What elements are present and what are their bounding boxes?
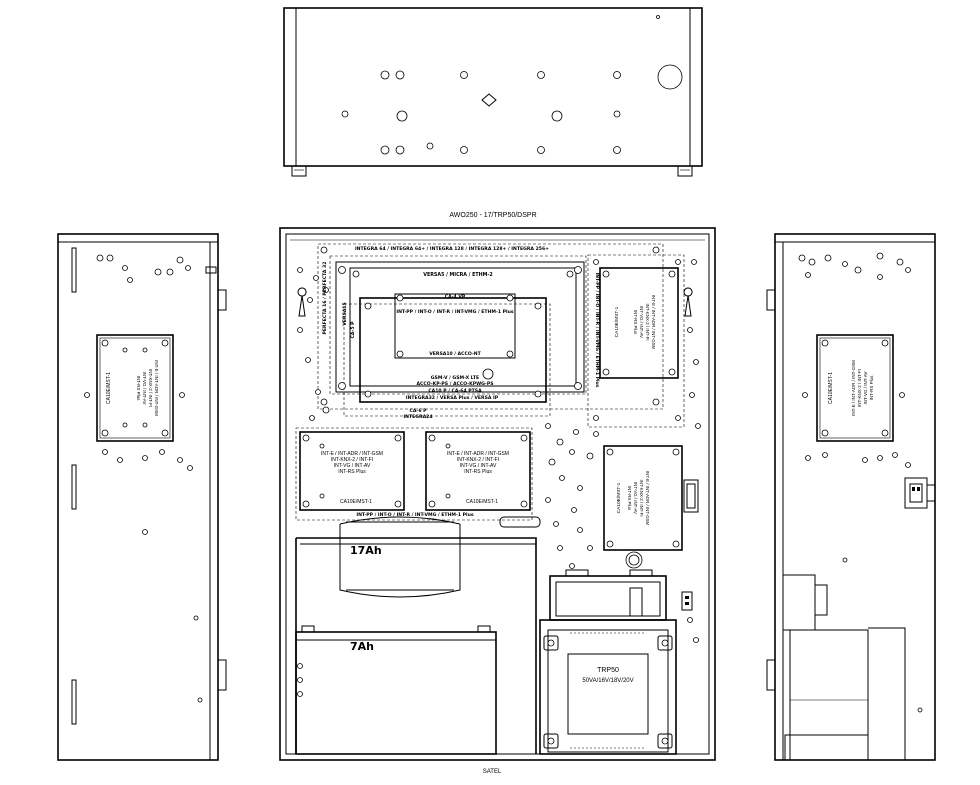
svg-text:INT-KNX-2 / INT-FI: INT-KNX-2 / INT-FI: [148, 369, 153, 407]
svg-text:INT-RS Plus: INT-RS Plus: [464, 469, 492, 475]
svg-text:INTEGRA 64 / INTEGRA 64+ / INT: INTEGRA 64 / INTEGRA 64+ / INTEGRA 128 /…: [355, 246, 549, 252]
svg-text:INT-VG / INT-AV: INT-VG / INT-AV: [639, 306, 644, 338]
battery-17ah-label: 17Ah: [350, 544, 382, 557]
svg-text:INT-VG / INT-AV: INT-VG / INT-AV: [142, 372, 147, 405]
svg-text:INT-VG / INT-AV: INT-VG / INT-AV: [460, 463, 497, 469]
svg-text:INT-VG / INT-AV: INT-VG / INT-AV: [633, 482, 638, 514]
svg-text:INT-PP / INT-O / INT-R / INT-V: INT-PP / INT-O / INT-R / INT-VMG / ETHM-…: [396, 309, 514, 315]
svg-text:CA-5 P: CA-5 P: [350, 321, 356, 339]
svg-text:INT-KNX-2 / INT-FI: INT-KNX-2 / INT-FI: [639, 479, 644, 516]
svg-text:INT-E / INT-ADR / INT-GSM: INT-E / INT-ADR / INT-GSM: [645, 471, 650, 526]
svg-text:CA10E/MST-1: CA10E/MST-1: [616, 482, 622, 513]
svg-text:INT-RS Plus: INT-RS Plus: [338, 469, 366, 475]
svg-text:INT-KNX-2 / INT-FI: INT-KNX-2 / INT-FI: [457, 457, 499, 463]
svg-text:VERSA10 / ACCO-NT: VERSA10 / ACCO-NT: [429, 351, 481, 357]
svg-text:INT-KNX-2 / INT-FI: INT-KNX-2 / INT-FI: [857, 369, 862, 407]
top-view: [283, 7, 703, 177]
svg-text:INT-E / INT-ADR / INT-GSM: INT-E / INT-ADR / INT-GSM: [154, 360, 159, 416]
svg-text:CA10E/MST-1: CA10E/MST-1: [828, 372, 834, 404]
svg-text:INT-RS Plus: INT-RS Plus: [627, 486, 632, 511]
svg-text:CA10E/MST-1: CA10E/MST-1: [340, 499, 372, 505]
svg-text:INT-E / INT-ADR / INT-GSM: INT-E / INT-ADR / INT-GSM: [321, 451, 383, 457]
svg-text:INT-VG / INT-AV: INT-VG / INT-AV: [863, 372, 868, 405]
svg-text:INT-RS Plus: INT-RS Plus: [136, 376, 141, 402]
left-side-view: CA10E/MST-1 INT-E / INT-ADR / INT-GSM IN…: [57, 233, 227, 761]
front-view: INTEGRA 64 / INTEGRA 64+ / INTEGRA 128 /…: [279, 227, 716, 761]
battery-7ah-label: 7Ah: [350, 640, 374, 653]
svg-text:CA10E/MST-1: CA10E/MST-1: [106, 372, 112, 404]
svg-text:ACCO-KP-PS / ACCO-KPWG-PS: ACCO-KP-PS / ACCO-KPWG-PS: [416, 381, 493, 387]
right-side-view: CA10E/MST-1 INT-E / INT-ADR / INT-GSM IN…: [766, 233, 936, 761]
svg-text:INT-PP / INT-O / INT-R / INT-V: INT-PP / INT-O / INT-R / INT-VMG / ETHM-…: [356, 512, 474, 518]
svg-text:CA-6 P: CA-6 P: [410, 408, 428, 414]
svg-text:INT-RS Plus: INT-RS Plus: [633, 310, 638, 335]
svg-text:INTEGRA32 / VERSA Plus / VERSA: INTEGRA32 / VERSA Plus / VERSA IP: [406, 395, 499, 401]
svg-text:INT-KNX-2 / INT-FI: INT-KNX-2 / INT-FI: [645, 303, 650, 340]
svg-text:INT-E / INT-ADR / INT-GSM: INT-E / INT-ADR / INT-GSM: [851, 360, 856, 416]
svg-text:INT-E / INT-ADR / INT-GSM: INT-E / INT-ADR / INT-GSM: [651, 295, 656, 350]
svg-text:CA10E/MST-1: CA10E/MST-1: [614, 306, 620, 337]
svg-text:VERSA15: VERSA15: [342, 302, 348, 326]
svg-text:CA10 P / CA-64 PTSA: CA10 P / CA-64 PTSA: [428, 388, 482, 394]
svg-text:INT-RS Plus: INT-RS Plus: [869, 375, 874, 401]
transformer-name: TRP50: [597, 667, 619, 674]
model-title: AWO250 - 17/TRP50/DSPR: [449, 212, 536, 219]
svg-text:CA10E/MST-1: CA10E/MST-1: [466, 499, 498, 505]
svg-text:INTEGRA24: INTEGRA24: [403, 414, 432, 420]
svg-text:PERFECTA 16 / PERFECTA 32: PERFECTA 16 / PERFECTA 32: [322, 262, 328, 335]
svg-text:INT-KNX-2 / INT-FI: INT-KNX-2 / INT-FI: [331, 457, 373, 463]
svg-text:VERSA5 / MICRA / ETHM-2: VERSA5 / MICRA / ETHM-2: [423, 272, 493, 278]
svg-text:CA-4 VP: CA-4 VP: [445, 294, 466, 300]
transformer-spec: 50VA/16V/18V/20V: [582, 678, 633, 684]
manufacturer-label: SATEL: [483, 769, 502, 775]
svg-text:INT-PP / INT-O / INT-R / INT-V: INT-PP / INT-O / INT-R / INT-VMG / ETHM-…: [594, 273, 600, 388]
svg-text:GSM-V / GSM-X LTE: GSM-V / GSM-X LTE: [431, 375, 479, 381]
svg-text:INT-E / INT-ADR / INT-GSM: INT-E / INT-ADR / INT-GSM: [447, 451, 509, 457]
svg-text:INT-VG / INT-AV: INT-VG / INT-AV: [334, 463, 371, 469]
